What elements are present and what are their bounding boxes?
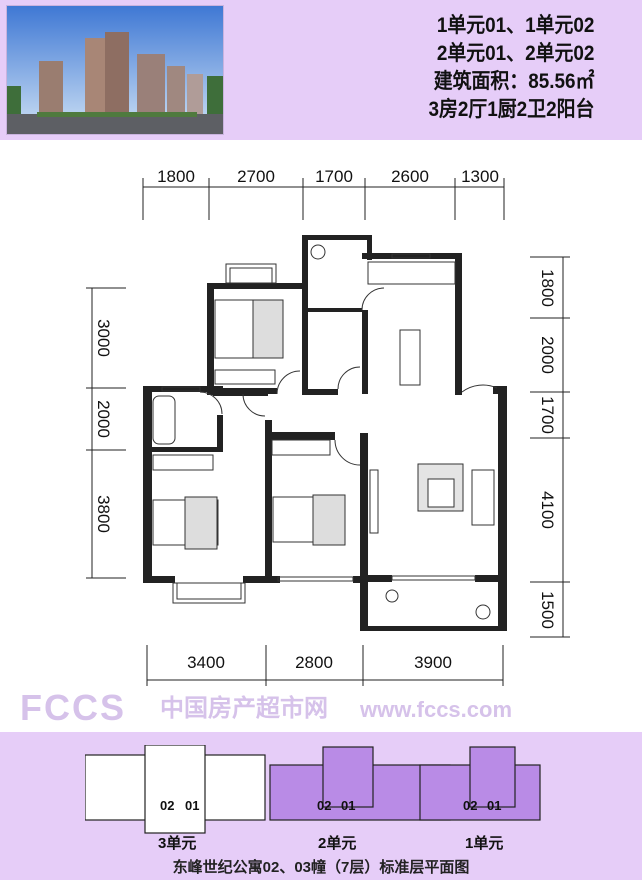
unit-1-apt-02: 02 — [463, 798, 477, 813]
fixtures — [152, 244, 498, 620]
dim-top-4: 2600 — [391, 167, 429, 186]
dim-right-4: 4100 — [538, 491, 557, 529]
unit-1-label: 1单元 — [465, 835, 504, 852]
unit-line-2: 2单元01、2单元02 — [436, 42, 594, 65]
dimension-lines — [86, 178, 570, 686]
floor-area: 建筑面积：85.56㎡ — [433, 70, 594, 93]
unit-2-label: 2单元 — [318, 835, 357, 852]
dim-right-1: 1800 — [538, 269, 557, 307]
dim-top-5: 1300 — [461, 167, 499, 186]
unit-3-apt-01: 01 — [185, 798, 199, 813]
walls — [143, 235, 507, 631]
dim-right-3: 1700 — [538, 396, 557, 434]
unit-2-apt-02: 02 — [317, 798, 331, 813]
watermark-url: www.fccs.com — [360, 697, 513, 722]
unit-info: 1单元01、1单元02 2单元01、2单元02 建筑面积：85.56㎡ 3房2厅… — [410, 12, 594, 124]
unit-1-apt-01: 01 — [487, 798, 501, 813]
unit-2-apt-01: 01 — [341, 798, 355, 813]
dim-left-1: 3000 — [94, 319, 113, 357]
watermark-logo: FCCS — [20, 687, 126, 728]
building-site-plan: 02 01 02 01 02 01 — [85, 745, 541, 834]
unit-3-label: 3单元 — [158, 835, 197, 852]
dim-left-3: 3800 — [94, 495, 113, 533]
dim-bottom-2: 2800 — [295, 653, 333, 672]
site-plan-caption: 东峰世纪公寓02、03幢（7层）标准层平面图 — [172, 859, 470, 876]
watermark-site-name: 中国房产超市网 — [160, 695, 328, 722]
unit-line-1: 1单元01、1单元02 — [436, 14, 594, 37]
dim-top-1: 1800 — [157, 167, 195, 186]
dim-right-2: 2000 — [538, 336, 557, 374]
room-layout: 3房2厅1厨2卫2阳台 — [428, 98, 594, 121]
dim-left-2: 2000 — [94, 400, 113, 438]
building-rendering-photo — [6, 5, 224, 135]
dim-bottom-3: 3900 — [414, 653, 452, 672]
dim-right-5: 1500 — [538, 591, 557, 629]
dim-top-3: 1700 — [315, 167, 353, 186]
unit-3-apt-02: 02 — [160, 798, 174, 813]
dim-top-2: 2700 — [237, 167, 275, 186]
dim-bottom-1: 3400 — [187, 653, 225, 672]
